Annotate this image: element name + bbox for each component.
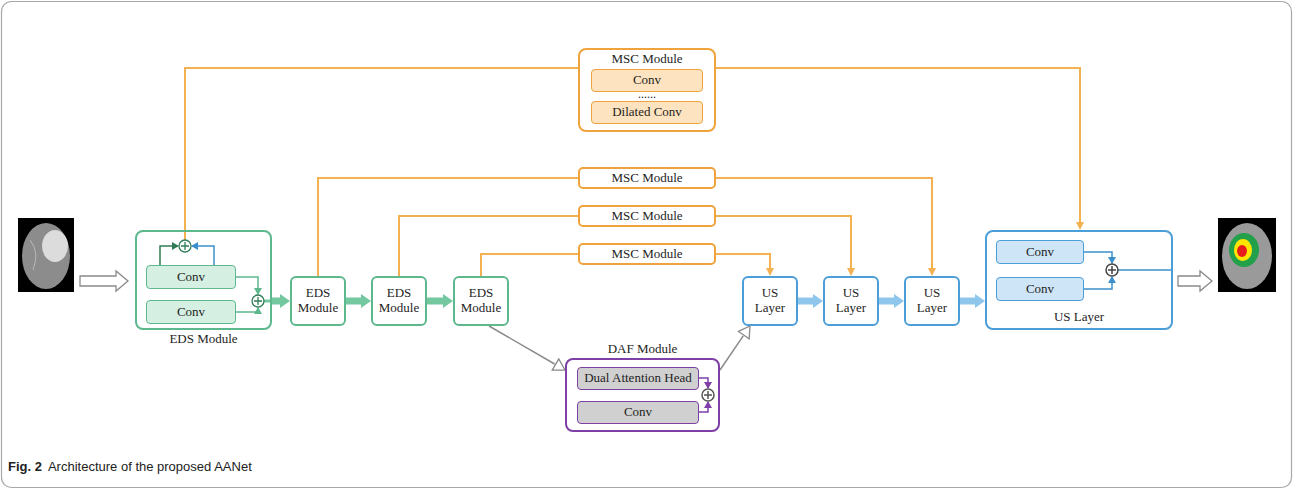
attention-head-block: Dual Attention Head <box>577 367 699 390</box>
eds-module: EDS Module <box>290 276 346 326</box>
us-layer: US Layer <box>742 276 798 326</box>
us-layer: US Layer <box>823 276 879 326</box>
node-label: EDS Module <box>458 286 504 316</box>
node-label: EDS Module <box>295 286 341 316</box>
skip-connection <box>481 254 578 276</box>
node-label: Conv <box>177 305 205 320</box>
node-label: Conv <box>624 405 652 420</box>
node-label: Conv <box>633 73 661 88</box>
daf-internal-wiring <box>699 378 714 412</box>
skip-connection <box>716 254 770 268</box>
msc-module: MSC Module <box>578 167 716 189</box>
node-label: US Layer <box>747 286 793 316</box>
output-segmentation-image <box>1218 218 1276 292</box>
eds-module: EDS Module <box>453 276 509 326</box>
msc-module: MSC Module......ConvDilated Conv <box>578 48 716 132</box>
data-flow-arrow <box>879 298 894 305</box>
data-flow-arrow <box>427 298 443 305</box>
node-label: Conv <box>1026 245 1054 260</box>
data-flow-arrow <box>489 326 555 364</box>
skip-connection <box>399 216 578 276</box>
us-layer: US Layer <box>904 276 960 326</box>
us-layer: US LayerConvConv <box>985 230 1173 330</box>
us-internal-wiring <box>1084 252 1173 289</box>
eds-module: EDS ModuleConvConv <box>135 230 272 330</box>
skip-connection <box>716 178 932 268</box>
conv-block: Conv <box>591 69 703 92</box>
node-label: US Layer <box>909 286 955 316</box>
conv-block: Conv <box>577 401 699 424</box>
conv-block: Conv <box>146 300 236 324</box>
dilated-conv-block: Dilated Conv <box>591 101 703 124</box>
data-flow-arrow <box>346 298 361 305</box>
figure-number: Fig. 2 <box>8 459 42 474</box>
conv-block: Conv <box>996 240 1084 264</box>
node-label: EDS Module <box>107 332 300 347</box>
node-label: MSC Module <box>611 171 682 186</box>
skip-connection <box>716 216 851 268</box>
figure-caption: Architecture of the proposed AANet <box>48 459 252 474</box>
skip-connection <box>318 178 578 276</box>
output-arrow <box>1178 271 1212 291</box>
skip-connection <box>185 68 578 230</box>
node-label: MSC Module <box>611 247 682 262</box>
data-flow-arrow <box>798 298 813 305</box>
node-label: US Layer <box>957 310 1201 325</box>
data-flow-arrow <box>720 336 743 370</box>
input-mri-image <box>18 218 74 292</box>
skip-connection <box>716 68 1080 222</box>
node-label: Dual Attention Head <box>584 371 692 386</box>
node-label: Conv <box>1026 282 1054 297</box>
node-label: US Layer <box>828 286 874 316</box>
node-label: EDS Module <box>376 286 422 316</box>
node-label: Conv <box>177 270 205 285</box>
node-label: MSC Module <box>611 209 682 224</box>
input-arrow <box>80 271 128 291</box>
data-flow-arrow <box>272 298 280 305</box>
conv-block: Conv <box>146 265 236 289</box>
node-label: MSC Module <box>550 52 744 67</box>
msc-module: MSC Module <box>578 243 716 265</box>
data-flow-arrow <box>960 298 975 305</box>
node-label: Dilated Conv <box>612 105 682 120</box>
node-label: DAF Module <box>537 342 748 357</box>
conv-block: Conv <box>996 277 1084 301</box>
daf-module: DAF ModuleDual Attention HeadConv <box>565 358 720 432</box>
msc-module: MSC Module <box>578 205 716 227</box>
eds-module: EDS Module <box>371 276 427 326</box>
